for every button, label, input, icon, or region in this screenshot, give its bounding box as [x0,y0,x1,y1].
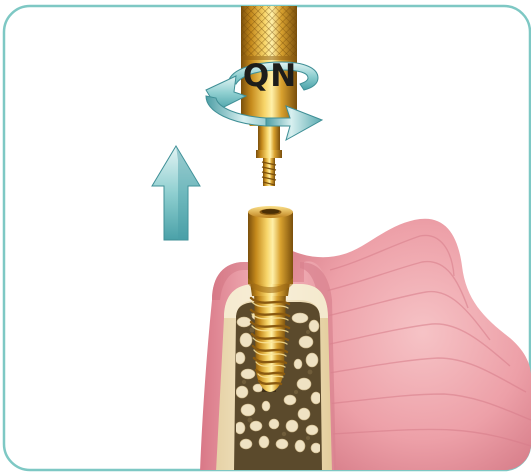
tool-marking-label: QN [243,58,297,94]
